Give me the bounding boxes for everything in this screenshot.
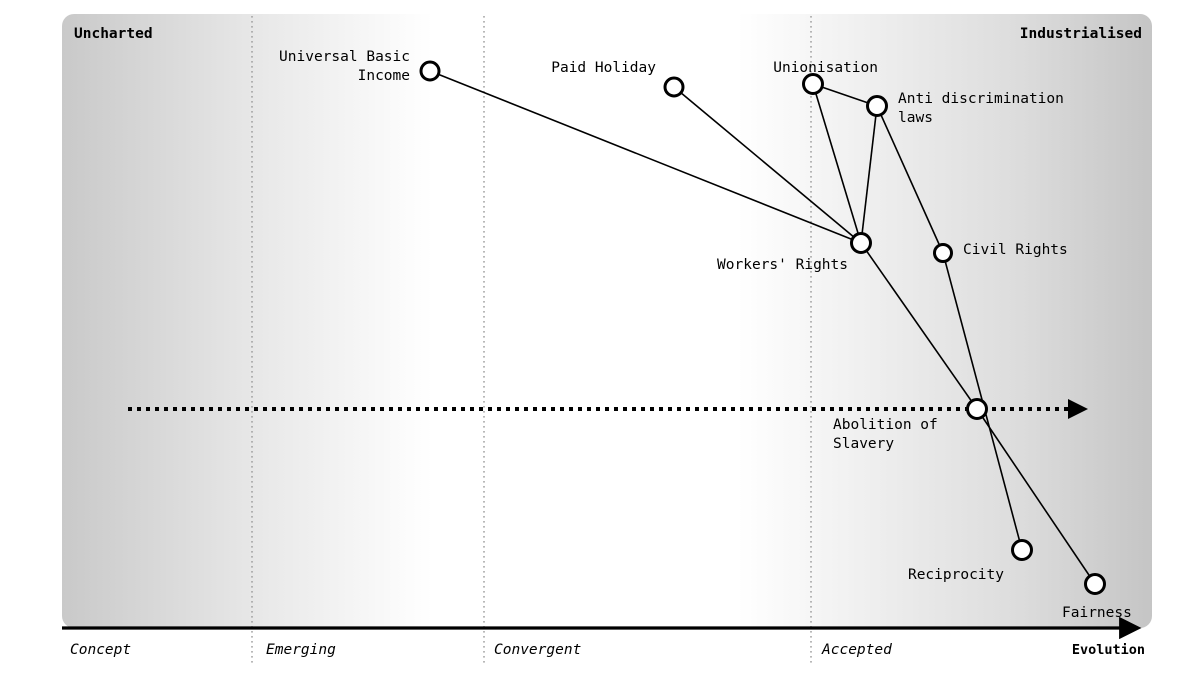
- plot-background: [62, 14, 1152, 628]
- corner-label-industrialised: Industrialised: [1019, 26, 1142, 42]
- node-paid[interactable]: [663, 76, 685, 98]
- node-ubi[interactable]: [419, 60, 441, 82]
- node-label-civil: Civil Rights: [963, 242, 1068, 258]
- node-label-abolition: Abolition of Slavery: [833, 417, 938, 452]
- node-label-paid: Paid Holiday: [551, 60, 656, 76]
- link-workers-to-abolition: [860, 242, 978, 410]
- link-abolition-to-fairness: [976, 408, 1096, 585]
- node-label-reciprocity: Reciprocity: [907, 567, 1004, 583]
- link-ubi-to-workers: [429, 70, 862, 244]
- link-union-to-antidisc: [812, 83, 878, 107]
- node-abolition[interactable]: [966, 398, 988, 420]
- axis-tick-emerging: Emerging: [266, 642, 336, 658]
- node-fairness[interactable]: [1084, 573, 1106, 595]
- node-label-antidisc: Anti discrimination laws: [898, 91, 1064, 126]
- node-label-workers: Workers' Rights: [717, 257, 848, 273]
- corner-label-uncharted: Uncharted: [74, 26, 153, 42]
- link-union-to-workers: [812, 83, 862, 244]
- axis-tick-convergent: Convergent: [494, 642, 582, 658]
- axis-tick-accepted: Accepted: [822, 642, 892, 658]
- node-union[interactable]: [802, 73, 824, 95]
- node-workers[interactable]: [850, 232, 872, 254]
- axis-tick-concept: Concept: [70, 642, 132, 658]
- node-antidisc[interactable]: [866, 95, 888, 117]
- node-label-fairness: Fairness: [1062, 605, 1132, 621]
- node-label-union: Unionisation: [773, 60, 878, 76]
- link-antidisc-to-workers: [860, 105, 878, 244]
- stage-divider-group: [251, 16, 812, 666]
- axis-name-evolution: Evolution: [1071, 642, 1145, 658]
- node-civil[interactable]: [933, 243, 953, 263]
- link-antidisc-to-civil: [876, 105, 944, 254]
- node-group: [419, 60, 1106, 595]
- node-reciprocity[interactable]: [1011, 539, 1033, 561]
- node-label-ubi: Universal Basic Income: [279, 49, 410, 84]
- link-paid-to-workers: [673, 86, 862, 244]
